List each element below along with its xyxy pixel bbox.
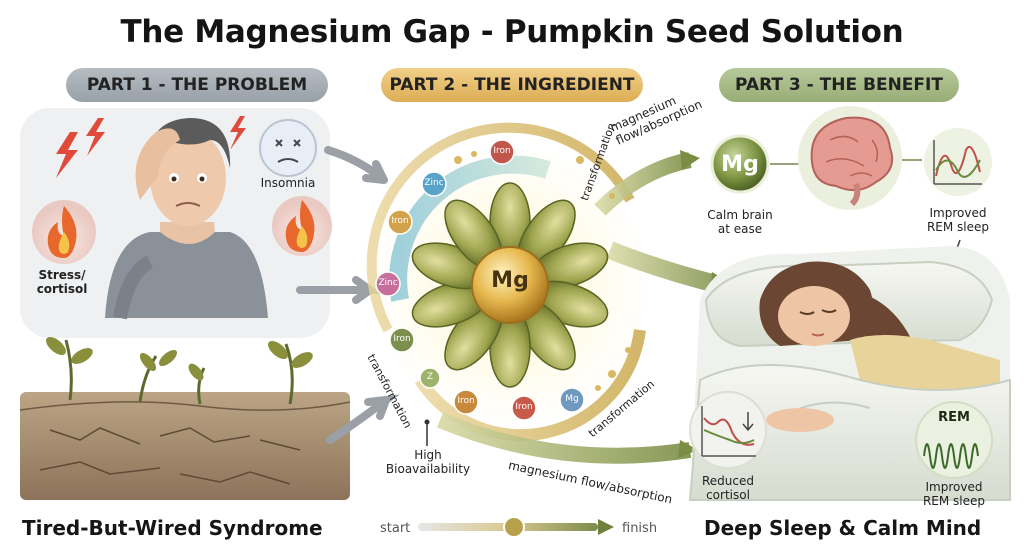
- mineral-label: Iron: [391, 216, 409, 226]
- rem-bottom-line1: Improved: [925, 480, 983, 494]
- brain-icon: [798, 106, 902, 210]
- arrow-icon: [324, 146, 388, 184]
- small-dots: [454, 151, 631, 391]
- benefit-footer: Deep Sleep & Calm Mind: [704, 516, 982, 540]
- mineral-label: Iron: [493, 146, 511, 156]
- mineral-label: Iron: [393, 334, 411, 344]
- rem-chart-icon: [924, 128, 992, 196]
- mineral-label: Mg: [565, 394, 579, 404]
- problem-footer: Tired-But-Wired Syndrome: [22, 516, 323, 540]
- rem-wave-icon: [915, 401, 993, 479]
- pumpkin-seeds: [411, 182, 609, 388]
- lightning-icon: [230, 116, 246, 150]
- arrow-icon: [326, 394, 400, 444]
- cortisol-line2: cortisol: [706, 488, 750, 502]
- rem-top-line1: Improved: [929, 206, 987, 220]
- fire-icon: [272, 196, 332, 256]
- part-2-pill: PART 2 - THE INGREDIENT: [381, 68, 643, 102]
- stress-label-line2: cortisol: [36, 282, 88, 296]
- part-3-label: PART 3 - THE BENEFIT: [735, 75, 943, 95]
- rem-bottom-line2: REM sleep: [922, 494, 986, 508]
- lightning-icon: [86, 118, 105, 156]
- calm-brain-line2: at ease: [717, 222, 763, 236]
- cortisol-chart-icon: [689, 391, 767, 469]
- mineral-label: Zinc: [424, 178, 444, 188]
- rem-bottom-label: Improved REM sleep: [912, 480, 996, 508]
- part-2-label: PART 2 - THE INGREDIENT: [389, 75, 635, 95]
- ingredient-panel: [366, 122, 736, 464]
- cortisol-label: Reduced cortisol: [688, 474, 768, 502]
- lightning-icon: [56, 132, 78, 178]
- page-title: The Magnesium Gap - Pumpkin Seed Solutio…: [120, 14, 904, 50]
- mg-badge-circle: [710, 134, 770, 194]
- calm-brain-label: Calm brain at ease: [700, 208, 780, 236]
- progress-finish-label: finish: [622, 521, 658, 536]
- mineral-label: Z: [426, 372, 434, 382]
- part-1-label: PART 1 - THE PROBLEM: [86, 75, 308, 95]
- mineral-label: Zinc: [378, 278, 398, 288]
- progress-knob: [503, 516, 525, 538]
- calm-brain-line1: Calm brain: [707, 208, 773, 222]
- part-3-pill: PART 3 - THE BENEFIT: [719, 68, 959, 102]
- bioavailability-line2: Bioavailability: [385, 462, 471, 476]
- insomnia-label: Insomnia: [260, 176, 316, 190]
- moon-icon: [259, 119, 317, 177]
- stress-label: Stress/ cortisol: [30, 268, 94, 296]
- cortisol-line1: Reduced: [701, 474, 754, 488]
- part-1-pill: PART 1 - THE PROBLEM: [66, 68, 328, 102]
- stressed-man: [105, 118, 268, 320]
- sleeping-woman: [688, 246, 1011, 501]
- mineral-label: Iron: [457, 396, 475, 406]
- arrow-icon: [680, 150, 700, 170]
- dry-soil: [19, 337, 351, 500]
- rem-top-label: Improved REM sleep: [916, 206, 1000, 234]
- progress-start-label: start: [380, 521, 411, 536]
- arrow-icon: [678, 440, 698, 458]
- fire-icon: [32, 200, 96, 264]
- stress-label-line1: Stress/: [38, 268, 86, 282]
- bioavailability-line1: High: [414, 448, 442, 462]
- mineral-label: Iron: [515, 402, 533, 412]
- problem-panel: [19, 108, 400, 500]
- rem-top-line2: REM sleep: [926, 220, 990, 234]
- rem-wave-label: REM: [938, 410, 970, 425]
- center-mg-label: Mg: [491, 268, 529, 293]
- progress-bar: [418, 516, 614, 538]
- mg-badge-label: Mg: [721, 152, 759, 177]
- benefit-panel: [688, 106, 1011, 501]
- mineral-beads: [375, 139, 585, 421]
- bioavailability-label: High Bioavailability: [376, 448, 480, 476]
- arrow-icon: [598, 519, 614, 535]
